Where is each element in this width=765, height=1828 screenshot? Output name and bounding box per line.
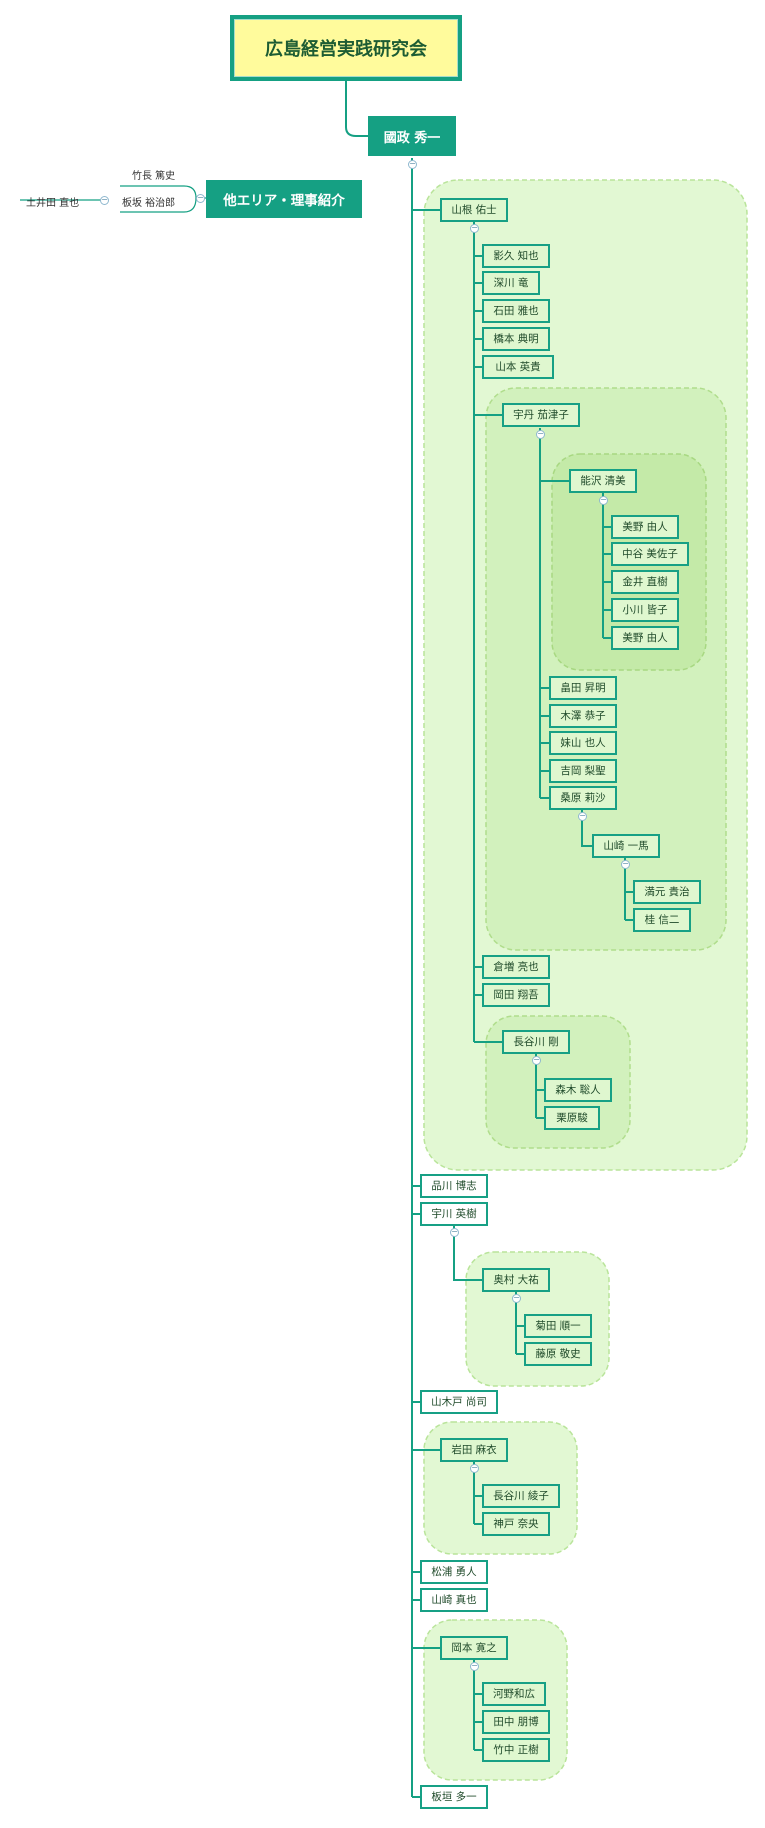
node-ukawa[interactable]: 宇川 英樹 xyxy=(420,1202,488,1226)
node-kanbe[interactable]: 神戸 奈央 xyxy=(482,1512,550,1536)
root-label: 広島経営実践研究会 xyxy=(265,39,427,60)
collapse-toggle-icon[interactable]: − xyxy=(578,811,587,821)
node-yamakido[interactable]: 山木戸 尚司 xyxy=(420,1390,498,1414)
other-area-child-itasaka[interactable]: 板坂 裕治郎 xyxy=(122,198,176,209)
node-hasegawa[interactable]: 長谷川 剛 xyxy=(502,1030,570,1054)
node-imoyama[interactable]: 妹山 也人 xyxy=(549,731,617,755)
node-takenaka[interactable]: 竹中 正樹 xyxy=(482,1738,550,1762)
collapse-toggle-icon[interactable]: − xyxy=(408,159,417,169)
node-kisawa[interactable]: 木澤 恭子 xyxy=(549,704,617,728)
node-hatada[interactable]: 畠田 昇明 xyxy=(549,676,617,700)
node-iwata[interactable]: 岩田 麻衣 xyxy=(440,1438,508,1462)
collapse-toggle-icon[interactable]: − xyxy=(621,859,630,869)
node-yamamoto-h[interactable]: 山本 英貴 xyxy=(482,355,554,379)
node-kuwahara[interactable]: 桑原 莉沙 xyxy=(549,786,617,810)
node-yamasaki-k[interactable]: 山崎 一馬 xyxy=(592,834,660,858)
node-ogawa[interactable]: 小川 皆子 xyxy=(611,598,679,622)
node-okumura[interactable]: 奥村 大祐 xyxy=(482,1268,550,1292)
node-tanaka[interactable]: 田中 朋博 xyxy=(482,1710,550,1734)
node-kuramasu[interactable]: 倉増 亮也 xyxy=(482,955,550,979)
node-kanai[interactable]: 金井 直樹 xyxy=(611,570,679,594)
node-fujiwara[interactable]: 藤原 敬史 xyxy=(524,1342,592,1366)
node-moriki[interactable]: 森木 聡人 xyxy=(544,1078,612,1102)
collapse-toggle-icon[interactable]: − xyxy=(450,1227,459,1237)
collapse-toggle-icon[interactable]: − xyxy=(100,195,109,205)
collapse-toggle-icon[interactable]: − xyxy=(532,1055,541,1065)
node-okamoto[interactable]: 岡本 寛之 xyxy=(440,1636,508,1660)
other-area-label: 他エリア・理事紹介 xyxy=(223,193,345,209)
node-hashimoto[interactable]: 橋本 典明 xyxy=(482,327,550,351)
node-itagaki[interactable]: 板垣 多一 xyxy=(420,1785,488,1809)
node-fukagawa[interactable]: 深川 竜 xyxy=(482,271,540,295)
node-shinagawa[interactable]: 品川 博志 xyxy=(420,1174,488,1198)
node-mino-1[interactable]: 美野 由人 xyxy=(611,515,679,539)
node-yoshioka[interactable]: 吉岡 梨聖 xyxy=(549,759,617,783)
node-unimaru[interactable]: 宇丹 茄津子 xyxy=(502,403,580,427)
node-mino-2[interactable]: 美野 由人 xyxy=(611,626,679,650)
root-node[interactable]: 広島経営実践研究会 xyxy=(230,15,462,81)
node-yamane[interactable]: 山根 佑士 xyxy=(440,198,508,222)
other-area-child-takenaga[interactable]: 竹長 篤史 xyxy=(132,171,176,182)
node-kagehisa[interactable]: 影久 知也 xyxy=(482,244,550,268)
node-mitsumoto[interactable]: 満元 貴治 xyxy=(633,880,701,904)
node-nakatani[interactable]: 中谷 美佐子 xyxy=(611,542,689,566)
node-kawano[interactable]: 河野和広 xyxy=(482,1682,546,1706)
collapse-toggle-icon[interactable]: − xyxy=(599,495,608,505)
node-okada[interactable]: 岡田 翔吾 xyxy=(482,983,550,1007)
collapse-toggle-icon[interactable]: − xyxy=(470,1463,479,1473)
node-matsuura[interactable]: 松浦 勇人 xyxy=(420,1560,488,1584)
other-area-node[interactable]: 他エリア・理事紹介 xyxy=(206,180,362,218)
node-katsura[interactable]: 桂 信二 xyxy=(633,908,691,932)
main-node-label: 國政 秀一 xyxy=(383,130,441,146)
collapse-toggle-icon[interactable]: − xyxy=(470,223,479,233)
node-kurihara[interactable]: 栗原駿 xyxy=(544,1106,600,1130)
main-node[interactable]: 國政 秀一 xyxy=(368,116,456,156)
collapse-toggle-icon[interactable]: − xyxy=(196,193,205,203)
node-yamasaki-m[interactable]: 山崎 真也 xyxy=(420,1588,488,1612)
node-nozawa[interactable]: 能沢 清美 xyxy=(569,469,637,493)
node-hasegawa-a[interactable]: 長谷川 綾子 xyxy=(482,1484,560,1508)
collapse-toggle-icon[interactable]: − xyxy=(470,1661,479,1671)
node-ishida[interactable]: 石田 雅也 xyxy=(482,299,550,323)
other-area-child-doida[interactable]: 土井田 直也 xyxy=(26,198,80,209)
collapse-toggle-icon[interactable]: − xyxy=(536,429,545,439)
node-kikuta[interactable]: 菊田 順一 xyxy=(524,1314,592,1338)
collapse-toggle-icon[interactable]: − xyxy=(512,1293,521,1303)
